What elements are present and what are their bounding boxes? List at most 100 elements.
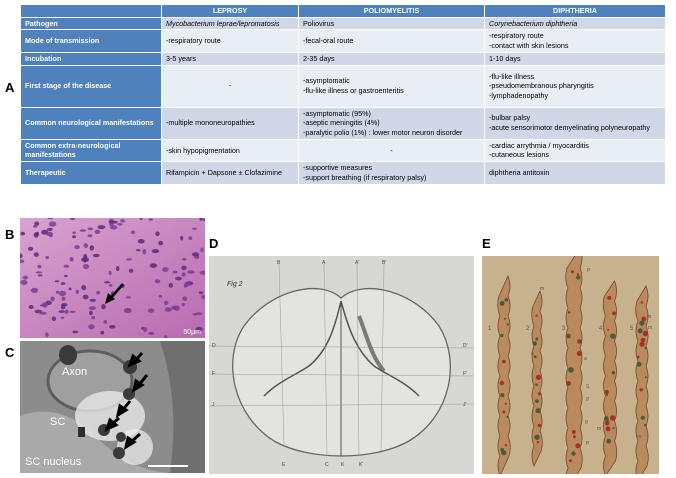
cell-line: -bulbar palsy bbox=[489, 113, 531, 123]
micrograph-drawing bbox=[20, 341, 205, 473]
cell-line: -pseudomembranous pharyngitis bbox=[489, 81, 594, 91]
fibre-letter: a bbox=[531, 351, 534, 357]
table-cell: Corynebacterium diphtheria bbox=[484, 16, 666, 31]
table-row: Therapeutic Rifampicin + Dapsone ± Clofaz… bbox=[20, 161, 666, 185]
cell-line: - bbox=[390, 145, 393, 155]
fibre-letter: P bbox=[586, 441, 590, 447]
fibre-letter: m bbox=[647, 314, 652, 320]
table-cell: -asymptomatic (95%)-aseptic meningitis (… bbox=[298, 106, 485, 140]
cell-line: -cardiac arrythmia / myocarditis bbox=[489, 140, 589, 150]
drawing-letter: B' bbox=[382, 260, 387, 266]
cell-line: Mycobacterium leprae/lepromatosis bbox=[166, 18, 280, 28]
fibre-letter: P bbox=[587, 268, 591, 274]
sc-label: SC bbox=[50, 416, 66, 428]
row-label: Common extra-neurological manifestations bbox=[20, 138, 162, 163]
scale-bar-text: 50µm bbox=[183, 329, 201, 336]
panel-letter-c: C bbox=[5, 345, 15, 360]
fibre-letter: S bbox=[586, 384, 590, 390]
row-label: Mode of transmission bbox=[20, 29, 162, 53]
cell-line: -paralytic polio (1%) : lower motor neur… bbox=[303, 128, 463, 138]
table-cell: - bbox=[298, 138, 485, 163]
cell-line: -multiple mononeuropathies bbox=[166, 118, 255, 128]
table-cell: Poliovirus bbox=[298, 16, 485, 31]
drawing-letter: C bbox=[325, 462, 329, 468]
fibre-letter: m bbox=[597, 426, 602, 432]
row-label: First stage of the disease bbox=[20, 64, 162, 108]
cell-line: -acute sensorimotor demyelinating polyne… bbox=[489, 123, 651, 133]
table-header-row: LEPROSY POLIOMYELITIS DIPHTHERIA bbox=[20, 4, 666, 18]
cell-line: -cutaneous lesions bbox=[489, 150, 549, 160]
drawing-letter: J bbox=[212, 402, 215, 408]
row-label: Pathogen bbox=[20, 16, 162, 31]
cell-line: -flu-like illness bbox=[489, 71, 535, 81]
electron-micrograph: Axon SC SC nucleus bbox=[20, 341, 205, 473]
arrow-icon bbox=[105, 283, 124, 304]
cell-line: -asymptomatic bbox=[303, 76, 350, 86]
axon-label: Axon bbox=[62, 366, 88, 378]
cell-line: -respiratory route bbox=[166, 36, 221, 46]
spinal-cord-drawing: Fig 2 B A A' B' D F J D' F' J' E C K K' bbox=[209, 256, 474, 474]
panel-letter-d: D bbox=[209, 236, 219, 251]
cell-line: -contact with skin lesions bbox=[489, 41, 569, 51]
histology-texture bbox=[20, 218, 205, 338]
cell-line: Corynebacterium diphtheria bbox=[489, 18, 578, 28]
fibre-letter: m bbox=[540, 286, 545, 292]
cell-line: -supportive measures bbox=[303, 163, 373, 173]
table-cell: Mycobacterium leprae/lepromatosis bbox=[161, 16, 299, 31]
drawing-letter: K bbox=[341, 462, 345, 468]
cell-line: -flu-like illness or gastroenteritis bbox=[303, 86, 404, 96]
table-cell: -respiratory route-contact with skin les… bbox=[484, 29, 666, 53]
drawing-letter: K' bbox=[359, 462, 364, 468]
fibre-number: 5 bbox=[630, 326, 634, 332]
cell-line: -skin hypopigmentation bbox=[166, 145, 240, 155]
table-header-poliomyelitis: POLIOMYELITIS bbox=[298, 4, 485, 18]
fibre-number: 1 bbox=[488, 326, 492, 332]
table-cell: -cardiac arrythmia / myocarditis-cutaneo… bbox=[484, 138, 666, 163]
table-cell: -skin hypopigmentation bbox=[161, 138, 299, 163]
drawing-letter: B bbox=[277, 260, 281, 266]
table-row: First stage of the disease - -asymptomatic… bbox=[20, 64, 666, 108]
cell-line: 2-35 days bbox=[303, 53, 335, 63]
table-cell: - bbox=[161, 64, 299, 108]
table-header-leprosy: LEPROSY bbox=[161, 4, 299, 18]
table-row: Common neurological manifestations-multi… bbox=[20, 106, 666, 140]
table-cell: -multiple mononeuropathies bbox=[161, 106, 299, 140]
table-header-diphtheria: DIPHTHERIA bbox=[484, 4, 666, 18]
nerve-fibres-svg bbox=[482, 256, 659, 474]
fibre-number: 2 bbox=[526, 326, 530, 332]
cell-line: diphtheria antitoxin bbox=[489, 168, 550, 178]
drawing-letter: A bbox=[322, 260, 326, 266]
table-header-corner bbox=[20, 4, 162, 18]
table-cell: diphtheria antitoxin bbox=[484, 161, 666, 185]
panel-letter-b: B bbox=[5, 227, 15, 242]
cell-line: -lymphadenopathy bbox=[489, 90, 549, 100]
drawing-letter: J' bbox=[463, 402, 467, 408]
cell-line: - bbox=[228, 81, 232, 91]
cell-line: -fecal-oral route bbox=[303, 36, 354, 46]
table-cell: 3-5 years bbox=[161, 51, 299, 66]
row-label: Therapeutic bbox=[20, 161, 162, 185]
cell-line: -asymptomatic (95%) bbox=[303, 108, 371, 118]
spinal-cord-svg bbox=[209, 256, 474, 474]
table-cell: -fecal-oral route bbox=[298, 29, 485, 53]
comparison-table: LEPROSY POLIOMYELITIS DIPHTHERIA Pathoge… bbox=[20, 4, 666, 185]
table-cell: -supportive measures-support breathing (… bbox=[298, 161, 485, 185]
cell-line: Poliovirus bbox=[303, 18, 335, 28]
fibre-letter: m bbox=[637, 434, 642, 440]
fibre-number: 4 bbox=[599, 326, 603, 332]
table-cell: -flu-like illness-pseudomembranous phary… bbox=[484, 64, 666, 108]
cell-line: 1-10 days bbox=[489, 53, 521, 63]
table-cell: 1-10 days bbox=[484, 51, 666, 66]
drawing-letter: D' bbox=[463, 343, 468, 349]
cell-line: Rifampicin + Dapsone ± Clofazimine bbox=[166, 168, 283, 178]
cell-line: -support breathing (if respiratory palsy… bbox=[303, 172, 427, 182]
table-row: Common extra-neurological manifestations… bbox=[20, 138, 666, 163]
panel-letter-e: E bbox=[482, 236, 491, 251]
fig-label: Fig 2 bbox=[227, 281, 243, 288]
table-cell: 2-35 days bbox=[298, 51, 485, 66]
table-cell: -bulbar palsy-acute sensorimotor demyeli… bbox=[484, 106, 666, 140]
drawing-letter: F bbox=[212, 371, 216, 377]
fibre-letter: g bbox=[586, 396, 589, 402]
table-row: Mode of transmission -respiratory route -f… bbox=[20, 29, 666, 53]
sc-nucleus-label: SC nucleus bbox=[25, 456, 82, 468]
